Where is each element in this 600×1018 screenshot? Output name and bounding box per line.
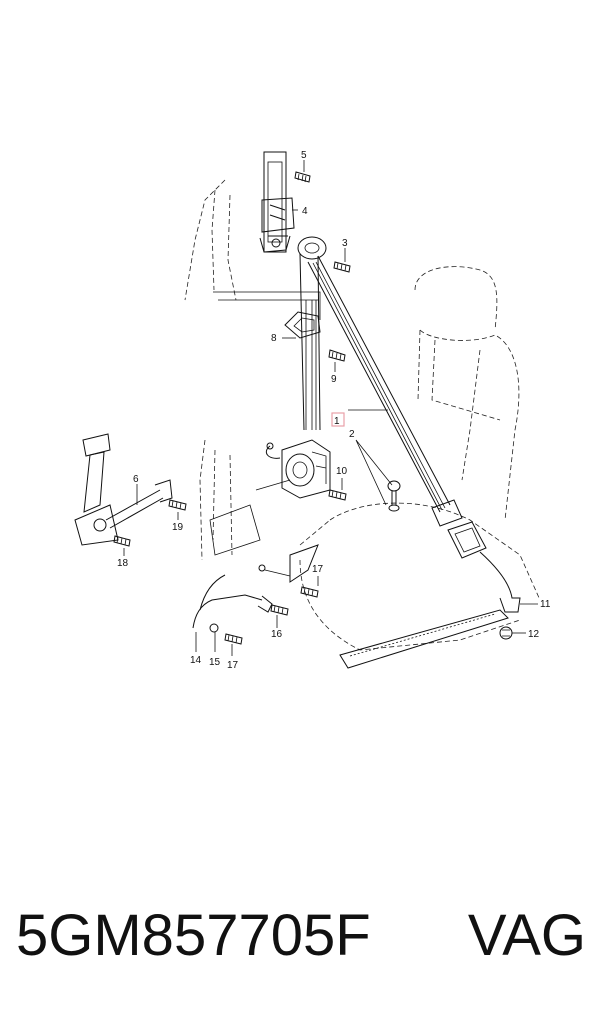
bolt-12: [499, 626, 513, 640]
belt-webbing: [297, 236, 451, 513]
seat-outline: [299, 266, 541, 651]
bolt-19: [168, 499, 187, 511]
callout-10: 10: [336, 466, 348, 477]
bolt-18: [113, 535, 131, 547]
callout-1-highlight: [331, 412, 345, 427]
callout-8: 8: [271, 333, 277, 344]
callout-labels: 1 2 3 4 5 6 8 9 10 11 12 14 15 16 17 17 …: [117, 150, 551, 671]
callout-9: 9: [331, 374, 337, 385]
callout-12: 12: [528, 629, 540, 640]
bolt-17-lower: [224, 633, 243, 645]
height-adjuster-rail: [259, 151, 295, 253]
bolt-5: [294, 171, 311, 183]
seat-belt-exploded-diagram: 1 2 3 4 5 6 8 9 10 11 12 14 15 16 17 17 …: [74, 150, 551, 671]
callout-17-lower: 17: [227, 660, 239, 671]
belt-retractor: [265, 439, 331, 499]
part-number-label: 5GM857705F: [16, 903, 371, 968]
callout-11: 11: [540, 599, 551, 610]
callout-4: 4: [302, 206, 308, 217]
callout-5: 5: [301, 150, 307, 161]
b-pillar-panel: [184, 179, 321, 561]
screw-9: [328, 349, 346, 362]
buckle-assembly: [74, 433, 173, 546]
seat-rail: [339, 609, 509, 669]
bolt-3: [333, 261, 351, 273]
callout-19: 19: [172, 522, 184, 533]
bolt-17-upper: [300, 586, 319, 598]
callout-15: 15: [209, 657, 221, 668]
callout-1: 1: [334, 416, 340, 427]
callout-3: 3: [342, 238, 348, 249]
brand-label: VAG: [467, 903, 586, 968]
leader-lines: [123, 160, 538, 656]
callout-2: 2: [349, 429, 355, 440]
cap-2: [387, 480, 401, 512]
seat-buckle: [431, 499, 521, 613]
callout-14: 14: [190, 655, 202, 666]
bolt-10: [328, 489, 347, 501]
callout-16: 16: [271, 629, 283, 640]
callout-18: 18: [117, 558, 129, 569]
belt-guide-loop: [284, 311, 321, 339]
wiring-harness: [192, 544, 319, 633]
callout-6: 6: [133, 474, 139, 485]
callout-17-upper: 17: [312, 564, 324, 575]
bolt-16: [270, 604, 289, 616]
